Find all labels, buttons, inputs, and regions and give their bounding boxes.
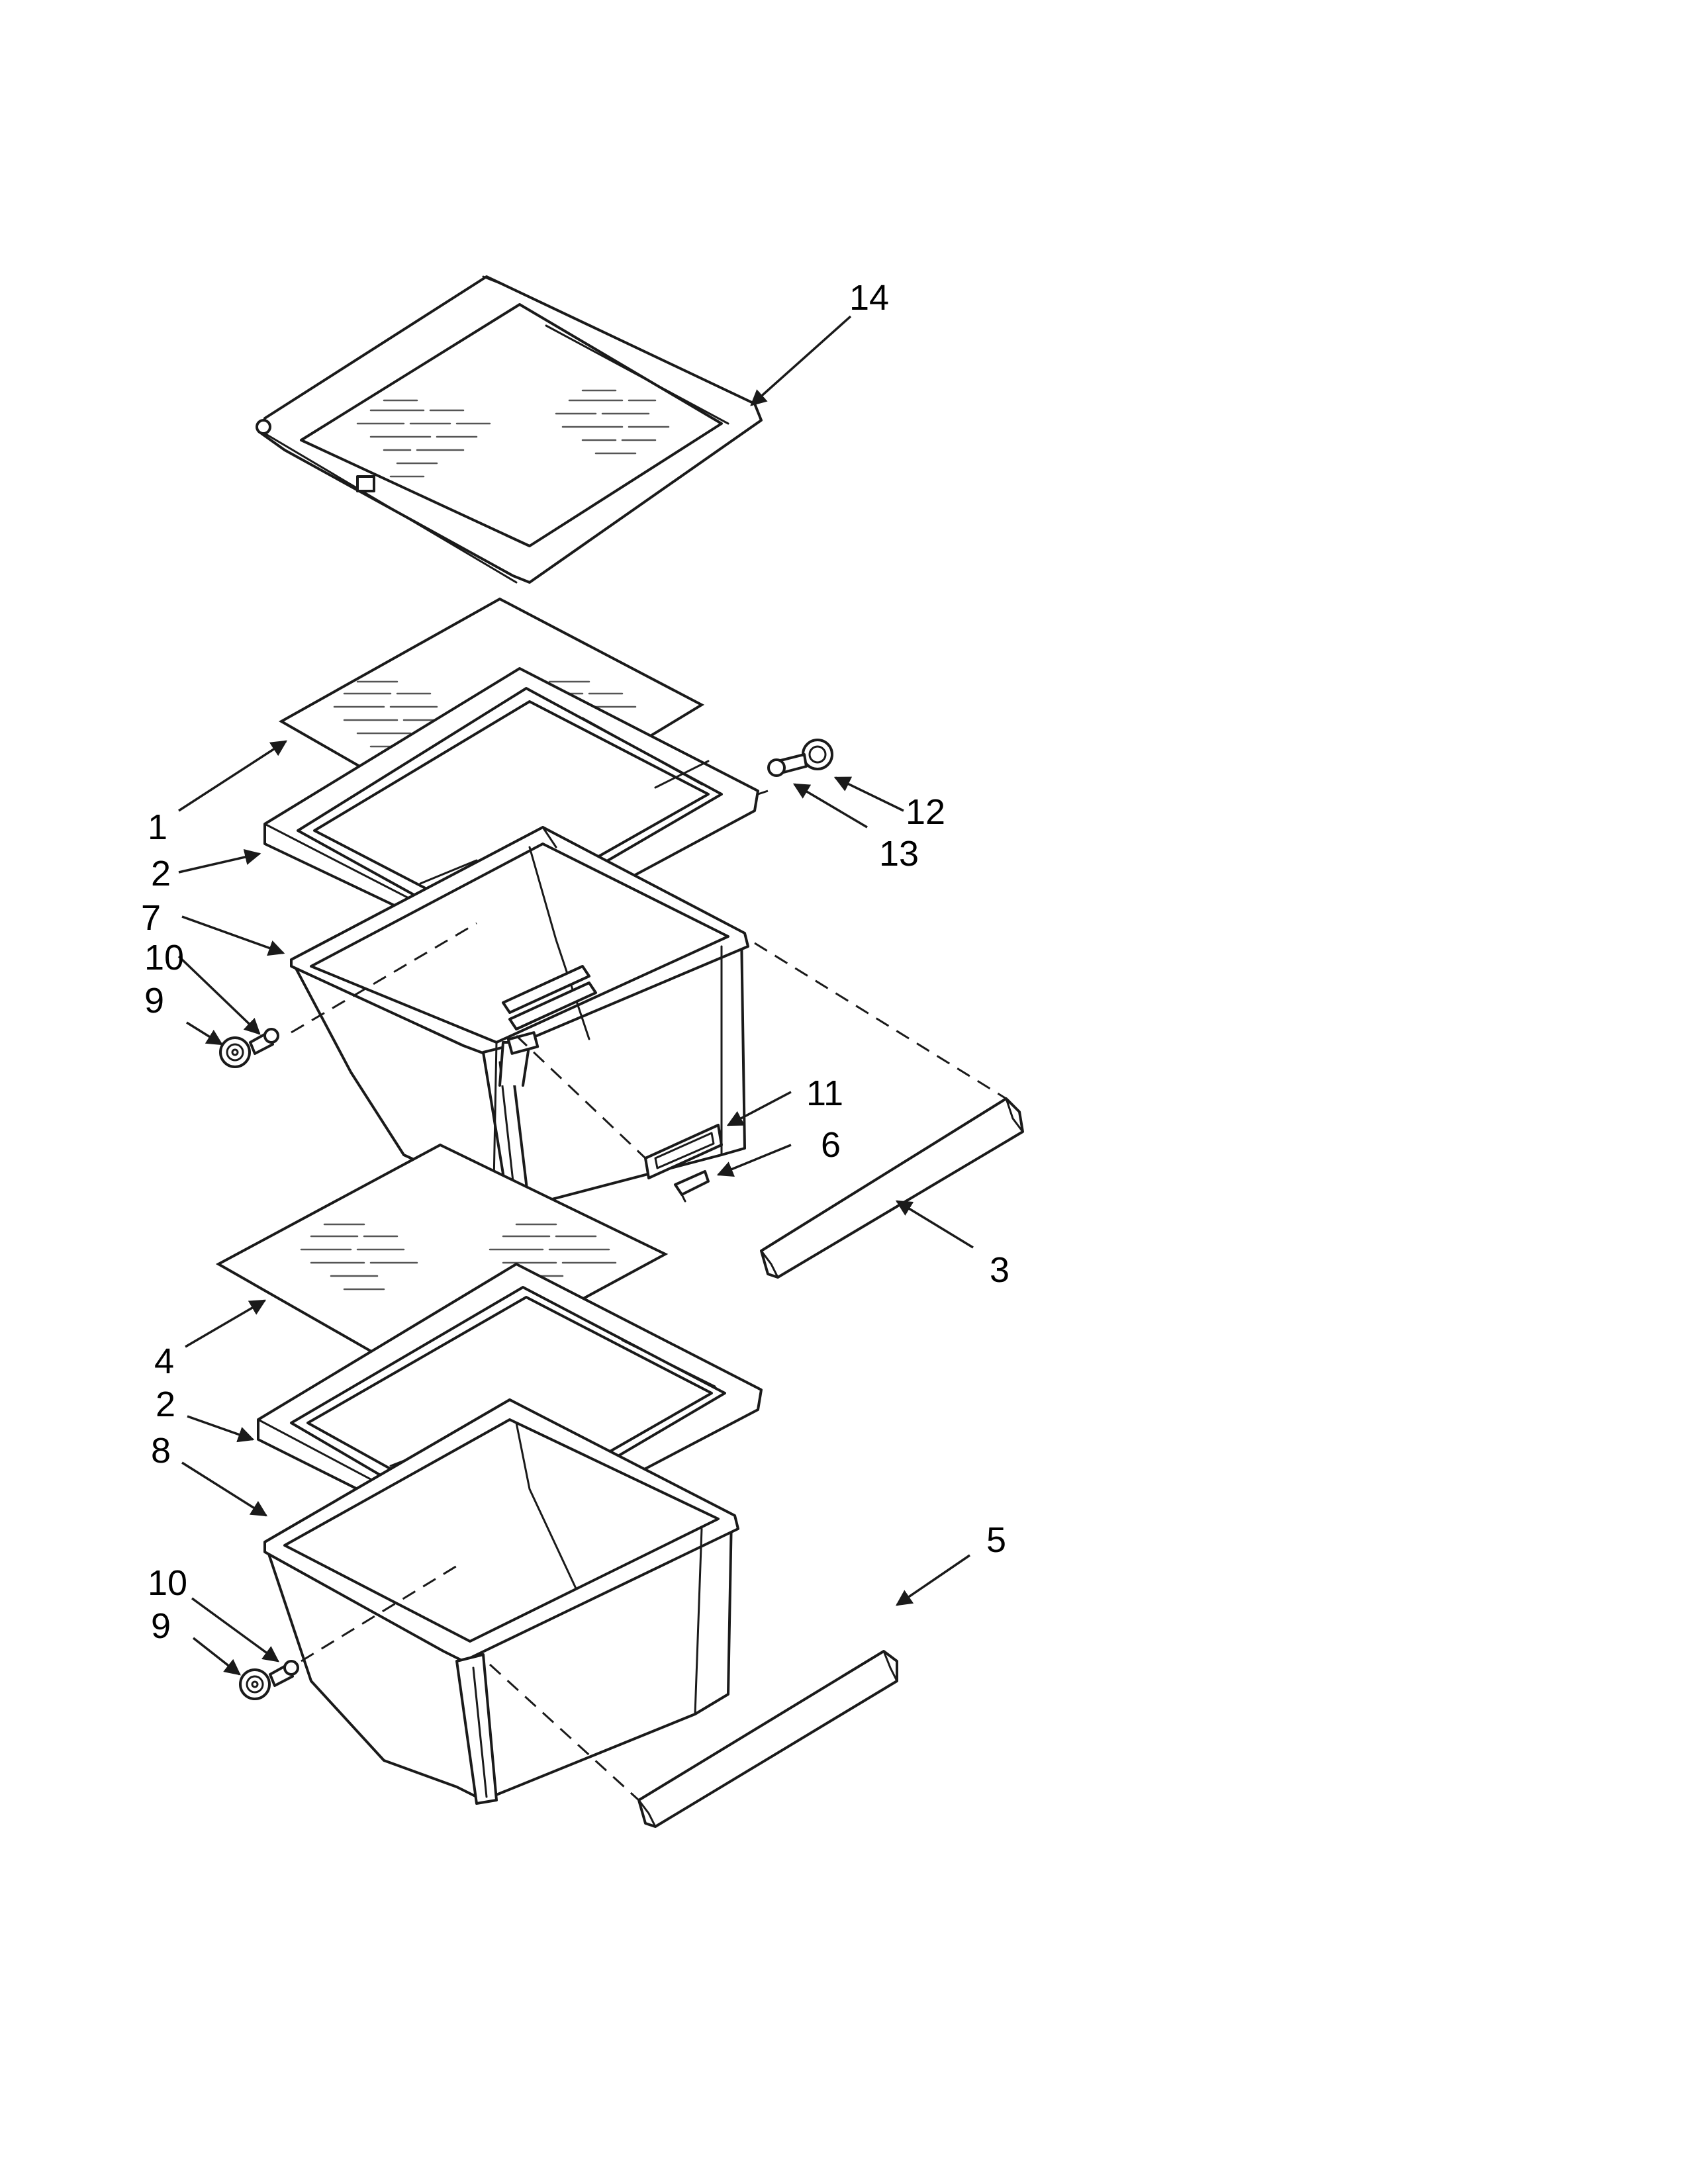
callout-10-upper: 10 — [144, 938, 184, 978]
insert-part-11 — [644, 1124, 723, 1179]
callout-4: 4 — [154, 1342, 174, 1381]
leader-lines — [177, 315, 974, 1676]
trim-part-3 — [760, 1097, 1024, 1279]
callout-2-upper: 2 — [151, 854, 171, 893]
roller-part-9-upper — [219, 1036, 251, 1068]
callout-13: 13 — [879, 834, 919, 874]
clip-part-6 — [674, 1170, 710, 1203]
glass-panel-part-4 — [215, 1143, 669, 1385]
callout-11: 11 — [806, 1073, 843, 1113]
screw-part-10-upper — [249, 1028, 279, 1055]
drawer-part-8 — [263, 1398, 739, 1805]
callout-8: 8 — [151, 1431, 171, 1471]
trim-part-5 — [637, 1650, 898, 1828]
callout-2-lower: 2 — [156, 1385, 175, 1424]
assembly-guide-lines — [291, 790, 1007, 1801]
roller-part-12 — [802, 739, 833, 770]
callout-10-lower: 10 — [148, 1563, 187, 1603]
callout-5: 5 — [986, 1520, 1006, 1560]
callout-7: 7 — [141, 898, 161, 938]
drawer-part-7 — [290, 826, 749, 1219]
shelf-14-glass-hatching — [356, 389, 670, 478]
callout-12: 12 — [906, 792, 945, 832]
callout-9-lower: 9 — [151, 1606, 171, 1646]
shelf-part-14 — [256, 275, 763, 584]
callout-9-upper: 9 — [144, 981, 164, 1021]
roller-part-9-lower — [239, 1668, 271, 1700]
callout-3: 3 — [990, 1250, 1009, 1290]
callout-1: 1 — [148, 807, 167, 847]
screw-part-13 — [767, 753, 808, 777]
callout-14: 14 — [849, 278, 889, 318]
callout-labels: 14 1 2 7 10 9 12 13 11 6 3 4 2 8 10 9 5 — [141, 278, 1009, 1646]
callout-6: 6 — [821, 1125, 841, 1165]
screw-part-10-lower — [269, 1660, 299, 1687]
